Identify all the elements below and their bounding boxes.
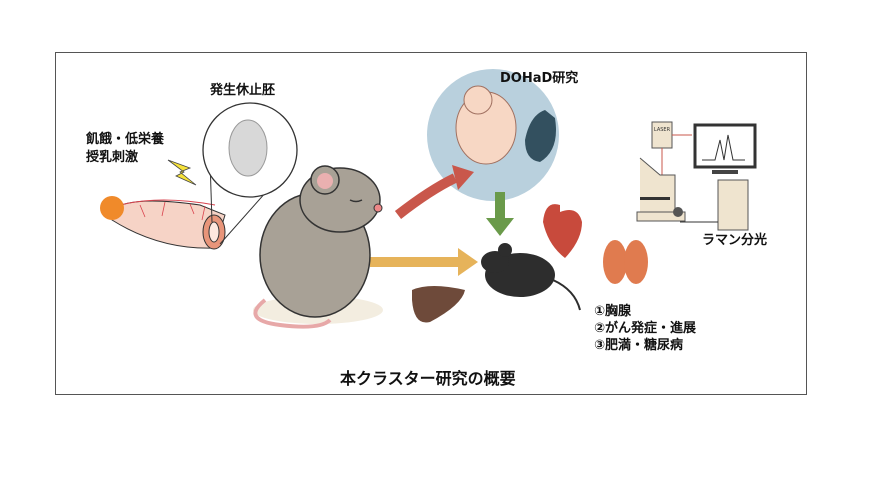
dormant-embryo-label: 発生休止胚 — [210, 83, 276, 98]
figure-title: 本クラスター研究の概要 — [340, 369, 516, 388]
green-arrow — [495, 192, 505, 220]
heart-icon — [543, 204, 582, 258]
uterus-illustration — [100, 196, 226, 250]
microscope-icon — [636, 211, 686, 222]
yellow-arrow — [370, 257, 460, 267]
stress-label-line1: 飢餓・低栄養 — [86, 132, 165, 147]
outcome-item-3: ③肥満・糖尿病 — [594, 338, 684, 353]
fetus-icon — [455, 85, 517, 165]
thymus-icon — [603, 240, 648, 284]
figure-frame — [55, 52, 807, 395]
lightning-icon — [167, 159, 197, 186]
dohad-label: DOHaD研究 — [500, 71, 579, 86]
outcome-item-2: ②がん発症・進展 — [594, 321, 697, 336]
offspring-mouse-icon — [481, 243, 581, 311]
dormant-embryo-image — [228, 119, 268, 177]
laser-label: LASER — [654, 127, 671, 133]
outcome-item-1: ①胸腺 — [594, 304, 632, 319]
liver-icon — [412, 286, 465, 323]
red-arrow — [394, 173, 458, 219]
stress-label-line2: 授乳刺激 — [86, 150, 139, 165]
raman-setup-illustration: LASER — [636, 121, 757, 231]
computer-tower-icon — [717, 179, 749, 231]
monitor-icon — [693, 123, 757, 169]
raman-label: ラマン分光 — [702, 233, 768, 248]
ovary-icon — [100, 196, 124, 220]
mother-mouse-illustration — [253, 165, 383, 329]
mouse-silhouette-icon — [525, 110, 556, 162]
